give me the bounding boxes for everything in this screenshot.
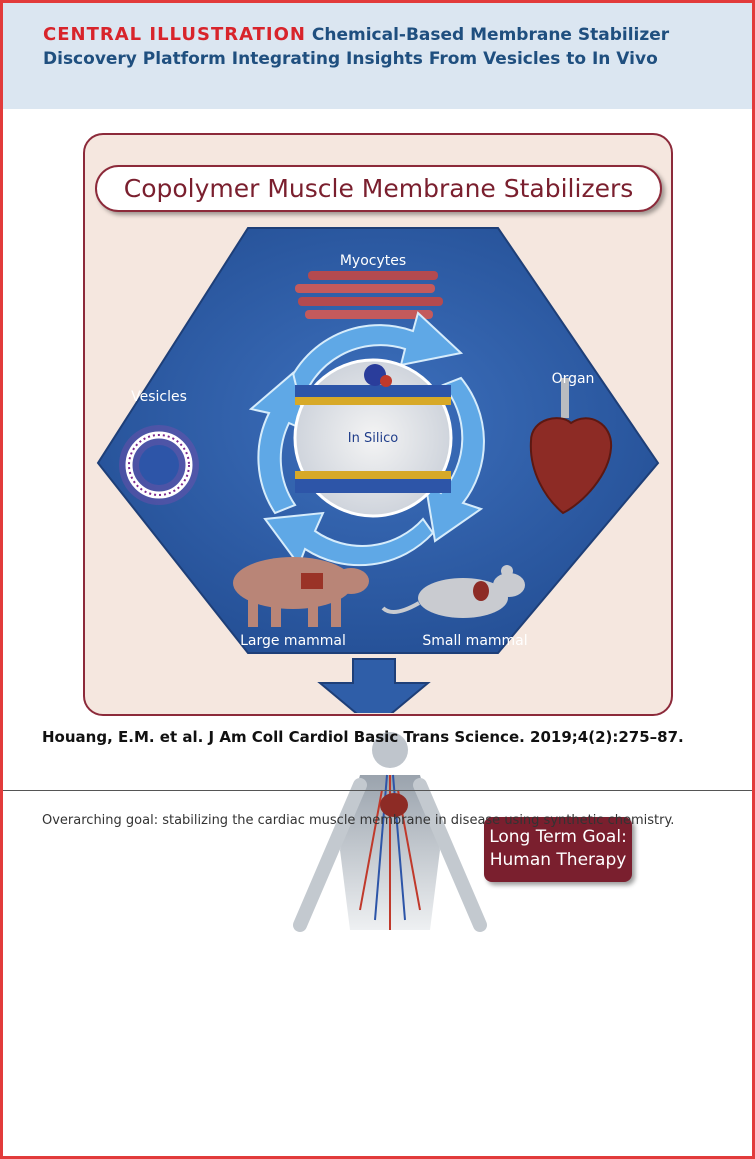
caption: Overarching goal: stabilizing the cardia… <box>42 808 712 833</box>
organ-label: Organ <box>552 371 595 387</box>
goal-line-2: Human Therapy <box>484 850 632 870</box>
divider <box>3 790 752 791</box>
header-text: CENTRAL ILLUSTRATION Chemical-Based Memb… <box>43 23 723 71</box>
small-mammal-label: Small mammal <box>422 633 527 649</box>
down-arrow <box>320 659 428 713</box>
citation: Houang, E.M. et al. J Am Coll Cardiol Ba… <box>42 728 684 746</box>
figure-header: CENTRAL ILLUSTRATION Chemical-Based Memb… <box>3 3 752 109</box>
in-silico-label: In Silico <box>348 431 398 446</box>
human-body-image <box>290 730 490 940</box>
myocytes-label: Myocytes <box>340 253 406 269</box>
central-illustration-label: CENTRAL ILLUSTRATION <box>43 24 306 45</box>
figure-title: Copolymer Muscle Membrane Stabilizers <box>97 167 660 210</box>
figure-title-box: Copolymer Muscle Membrane Stabilizers <box>95 165 662 212</box>
platform-diagram: Myocytes In Silico Vesicles Organ <box>83 213 673 713</box>
vesicle-image <box>119 425 199 505</box>
large-mammal-label: Large mammal <box>240 633 346 649</box>
vesicles-label: Vesicles <box>131 389 187 405</box>
